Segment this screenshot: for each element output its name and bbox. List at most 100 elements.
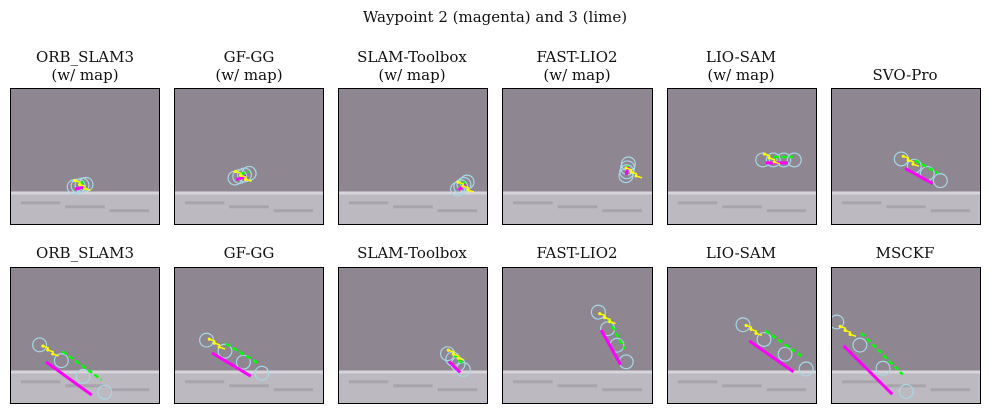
row2-label-5: LIO-SAM — [705, 244, 777, 262]
waypoint-circle — [735, 317, 751, 333]
waypoint2-path — [75, 185, 84, 191]
estimate-point — [762, 152, 766, 156]
estimate-point — [843, 328, 847, 333]
label-line1: FAST-LIO2 — [536, 48, 618, 66]
row1-label-5: LIO-SAM(w/ map) — [651, 48, 831, 84]
floor-ledge — [339, 372, 487, 403]
panel-r2-c4 — [502, 267, 653, 404]
estimate-point — [456, 180, 460, 184]
floor-stripe — [273, 388, 314, 392]
floor-stripe — [229, 384, 269, 388]
ledge-edge — [832, 370, 980, 374]
panel-r1-c5 — [667, 88, 817, 225]
ledge-edge — [339, 191, 487, 195]
estimate-point — [83, 186, 87, 190]
scene-image — [668, 268, 816, 403]
waypoint-circle — [875, 360, 891, 376]
waypoint-circle — [32, 337, 48, 353]
estimate-point — [461, 184, 465, 188]
floor-ledge — [11, 193, 159, 224]
estimate-point — [78, 182, 82, 187]
scene-image — [832, 268, 980, 403]
estimate-point — [603, 316, 607, 320]
estimate-point — [906, 158, 910, 162]
row2-label-4: FAST-LIO2 — [536, 244, 618, 262]
waypoint3-path — [225, 342, 260, 365]
panel-r2-c6 — [831, 267, 981, 404]
estimate-point — [239, 173, 243, 177]
panel-r1-c1 — [10, 88, 160, 225]
floor-stripe — [437, 388, 478, 392]
floor-ledge — [175, 372, 323, 403]
ledge-edge — [339, 370, 487, 374]
waypoint-circle — [456, 176, 472, 192]
floor-stripe — [841, 201, 882, 205]
waypoint-circle — [898, 383, 914, 399]
floor-stripe — [273, 209, 314, 213]
label-line2: (w/ map) — [543, 66, 611, 84]
waypoint2-path — [599, 329, 622, 366]
ledge-edge — [11, 370, 159, 374]
waypoint2-path — [45, 360, 93, 397]
waypoint2-path — [904, 167, 934, 185]
floor-stripe — [557, 205, 598, 209]
estimate-point — [767, 156, 771, 160]
floor-stripe — [348, 201, 389, 205]
waypoint-circle — [776, 152, 792, 168]
row2-label-3: SLAM-Toolbox — [357, 244, 467, 262]
label-line1: SVO-Pro — [872, 66, 938, 84]
row2-label-2: GF-GG — [223, 244, 275, 262]
estimate-point — [456, 356, 460, 360]
floor-stripe — [557, 384, 598, 388]
floor-stripe — [766, 209, 807, 213]
scene-image — [339, 89, 487, 224]
panel-r2-c3 — [338, 267, 488, 404]
floor-stripe — [109, 388, 150, 392]
waypoint-circle — [217, 343, 233, 359]
waypoint-circle — [756, 331, 772, 347]
estimate-point — [901, 154, 905, 158]
waypoint3-path — [61, 350, 103, 381]
waypoint2-path — [211, 351, 252, 378]
waypoint-circle — [53, 353, 69, 369]
ledge-edge — [668, 191, 816, 195]
floor-stripe — [393, 205, 433, 209]
panel-r1-c6 — [831, 88, 981, 225]
floor-ledge — [668, 372, 816, 403]
panel-r1-c4 — [502, 88, 653, 225]
ledge-edge — [503, 191, 652, 195]
ledge-edge — [11, 191, 159, 195]
row1-label-6: SVO-Pro — [815, 66, 990, 84]
waypoint3-path — [914, 159, 939, 175]
estimate-point — [51, 352, 55, 356]
waypoint-circle — [786, 152, 802, 168]
estimate-point — [217, 345, 221, 349]
floor-ledge — [339, 193, 487, 224]
panel-r1-c2 — [174, 88, 324, 225]
label-line2: (w/ map) — [378, 66, 446, 84]
panel-r2-c1 — [10, 267, 160, 404]
row1-label-3: SLAM-Toolbox(w/ map) — [322, 48, 502, 84]
floor-stripe — [512, 380, 553, 384]
floor-stripe — [722, 205, 762, 209]
floor-stripe — [886, 205, 926, 209]
label-line2: (w/ map) — [707, 66, 775, 84]
estimate-point — [46, 348, 50, 352]
estimate-point — [624, 166, 628, 170]
estimate-point — [754, 331, 758, 335]
ledge-edge — [175, 191, 323, 195]
waypoint-circle — [798, 361, 814, 377]
row2-label-6: MSCKF — [875, 244, 935, 262]
ledge-edge — [175, 370, 323, 374]
waypoint-circle — [852, 337, 868, 353]
floor-stripe — [602, 209, 643, 213]
floor-stripe — [348, 380, 389, 384]
floor-ledge — [832, 193, 980, 224]
panel-r2-c5 — [667, 267, 817, 404]
scene-image — [503, 268, 652, 403]
row1-label-2: GF-GG(w/ map) — [159, 48, 339, 84]
estimate-point — [207, 337, 211, 341]
floor-stripe — [886, 384, 926, 388]
floor-stripe — [722, 384, 762, 388]
estimate-point — [772, 160, 776, 164]
